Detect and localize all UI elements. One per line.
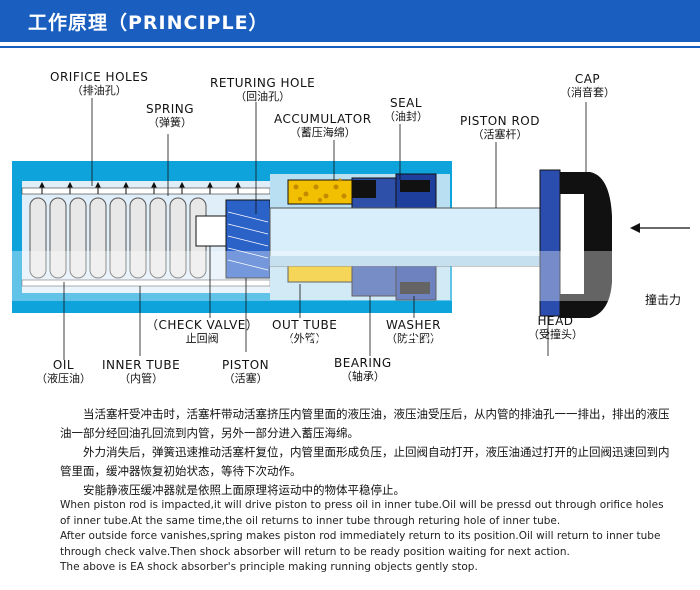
label-washer-en: WASHER (386, 318, 441, 332)
page-title: 工作原理（PRINCIPLE） (28, 12, 269, 34)
watermark-band (0, 251, 700, 301)
cn-paragraph: 外力消失后，弹簧迅速推动活塞杆复位，内管里面形成负压，止回阀自动打开，液压油通过… (60, 445, 670, 478)
english-description: When piston rod is impacted,it will driv… (60, 498, 670, 576)
label-orifice-holes-cn: （排油孔） (71, 84, 127, 97)
watermark-text: en.china.an (255, 324, 442, 362)
label-orifice-holes: ORIFICE HOLES （排油孔） (50, 70, 148, 98)
label-seal-cn: （油封） (384, 110, 428, 123)
en-paragraph: The above is EA shock absorber's princip… (60, 561, 478, 573)
label-seal: SEAL （油封） (384, 96, 428, 124)
label-inner-tube-cn: （内管） (119, 372, 164, 385)
label-spring-en: SPRING (146, 102, 195, 116)
spring-coils (29, 197, 207, 279)
label-inner-tube: INNER TUBE （内管） (102, 358, 180, 386)
label-oil: OIL （液压油） (36, 358, 91, 386)
label-head-cn: （受撞头） (528, 328, 583, 341)
header-divider (0, 46, 700, 48)
label-returning-hole-cn: （回油孔） (235, 90, 291, 103)
label-check-valve-en: （CHECK VALVE） (146, 318, 259, 332)
check-valve (195, 215, 227, 247)
diagram-svg (0, 98, 700, 360)
label-bearing-en: BEARING (334, 356, 392, 370)
piston-hatching (227, 211, 269, 271)
label-piston-rod-cn: （活塞杆） (472, 128, 528, 141)
label-piston-rod: PISTON ROD （活塞杆） (460, 114, 540, 142)
impact-force-label: 撞击力 (645, 293, 682, 307)
cap-shape (560, 172, 612, 318)
label-cap-en: CAP (574, 72, 601, 86)
chinese-description: 当活塞杆受冲击时，活塞杆带动活塞挤压内管里面的液压油，液压油受压后，从内管的排油… (60, 405, 670, 500)
label-accumulator-cn: （蓄压海绵） (289, 126, 356, 139)
label-returning-hole: RETURING HOLE （回油孔） (210, 76, 315, 104)
label-piston-rod-en: PISTON ROD (460, 114, 540, 128)
en-paragraph: After outside force vanishes,spring make… (60, 530, 661, 558)
label-out-tube: OUT TUBE （外管） (272, 318, 337, 346)
washer-ring (400, 282, 430, 294)
label-cap: CAP （消音套） (560, 72, 615, 100)
header-bar: 工作原理（PRINCIPLE） (0, 0, 700, 42)
label-oil-cn: （液压油） (36, 372, 91, 385)
label-bearing: BEARING （轴承） (334, 356, 392, 384)
label-orifice-holes-en: ORIFICE HOLES (50, 70, 149, 84)
label-head: HEAD （受撞头） (528, 314, 583, 342)
label-bearing-cn: （轴承） (340, 370, 385, 383)
impact-arrow-head (630, 223, 640, 233)
label-spring: SPRING （弹簧） (146, 102, 194, 130)
orifice-hole-arrows (39, 181, 241, 194)
label-piston-en: PISTON (222, 358, 270, 372)
label-accumulator-en: ACCUMULATOR (274, 112, 372, 126)
label-check-valve-cn: 止回阀 (185, 332, 219, 345)
label-seal-en: SEAL (389, 96, 423, 110)
label-piston: PISTON （活塞） (222, 358, 269, 386)
seal-ring (400, 180, 430, 192)
leader-lines (63, 98, 587, 360)
label-inner-tube-en: INNER TUBE (102, 358, 181, 372)
label-cap-cn: （消音套） (560, 86, 615, 99)
inner-tube-top-wall (21, 187, 271, 195)
label-out-tube-cn: （外管） (282, 332, 327, 345)
cn-paragraph: 当活塞杆受冲击时，活塞杆带动活塞挤压内管里面的液压油，液压油受压后，从内管的排油… (60, 407, 670, 440)
label-returning-hole-en: RETURING HOLE (210, 76, 316, 90)
label-washer: WASHER （防尘圈） (386, 318, 441, 346)
en-paragraph: When piston rod is impacted,it will driv… (60, 499, 664, 527)
accumulator-bubbles (293, 178, 347, 202)
rod-shadow (270, 256, 550, 266)
seal-dark (352, 180, 376, 198)
label-oil-en: OIL (52, 358, 75, 372)
label-spring-cn: （弹簧） (148, 116, 192, 129)
label-washer-cn: （防尘圈） (386, 332, 441, 345)
label-head-en: HEAD (537, 314, 574, 328)
label-out-tube-en: OUT TUBE (272, 318, 338, 332)
cn-paragraph: 安能静液压缓冲器就是依照上面原理将运动中的物体平稳停止。 (83, 483, 405, 497)
label-accumulator: ACCUMULATOR （蓄压海绵） (274, 112, 372, 140)
shock-absorber-diagram: ORIFICE HOLES （排油孔） SPRING （弹簧） RETURING… (0, 56, 700, 396)
label-check-valve: （CHECK VALVE） 止回阀 (146, 318, 258, 346)
label-piston-cn: （活塞） (223, 372, 268, 385)
